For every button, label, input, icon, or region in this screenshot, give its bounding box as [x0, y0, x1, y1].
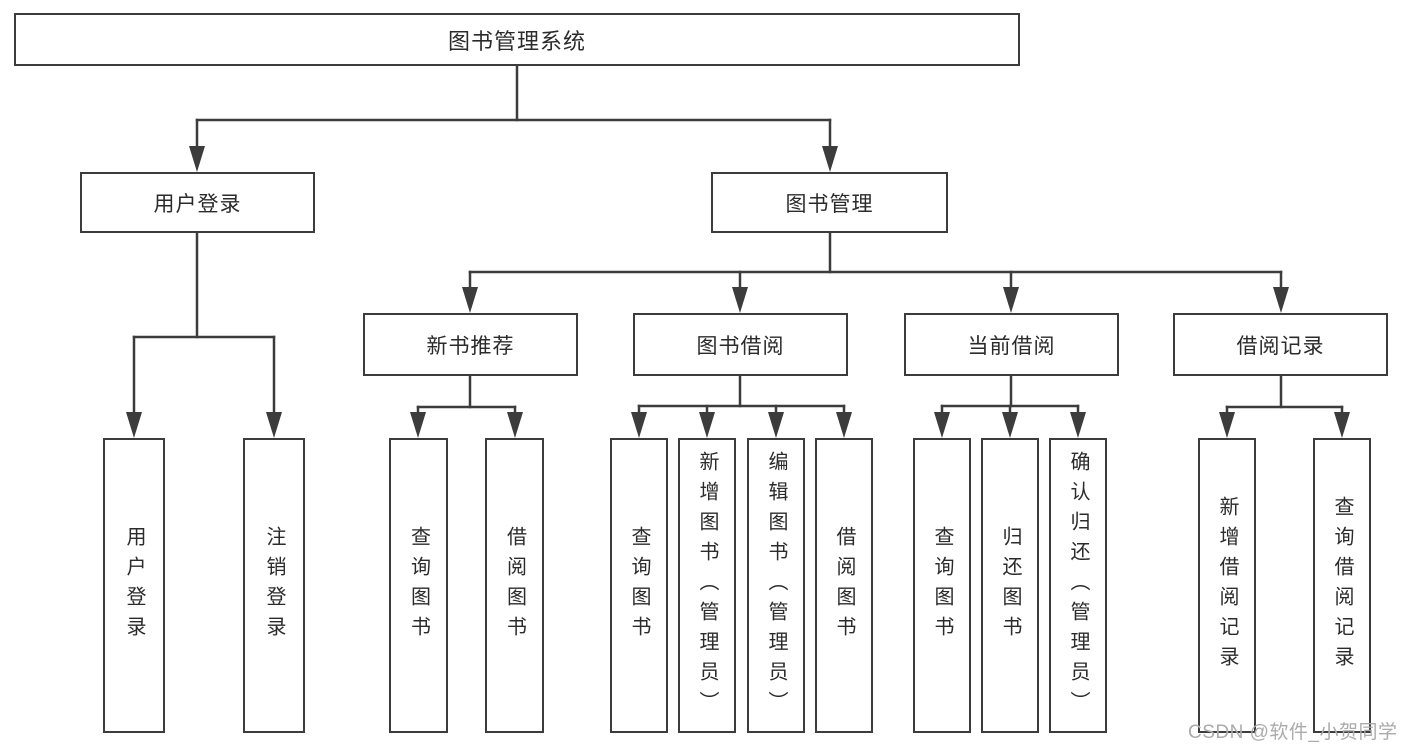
node-borrowing-records: 借阅记录 [1173, 313, 1388, 376]
leaf-user-login: 用户登录 [103, 438, 165, 733]
node-book-borrowing: 图书借阅 [633, 313, 848, 376]
watermark: CSDN @软件_小贺同学 [1188, 722, 1398, 743]
arrowheads [126, 146, 1350, 438]
leaf-borrow-books-recommend: 借阅图书 [485, 438, 544, 733]
node-user-login: 用户登录 [80, 172, 315, 233]
leaf-query-books-current: 查询图书 [913, 438, 971, 733]
leaf-query-borrow-record: 查询借阅记录 [1313, 438, 1371, 733]
node-book-management: 图书管理 [711, 172, 948, 233]
leaf-edit-books-admin: 编辑图书（管理员） [747, 438, 805, 733]
leaf-add-books-admin: 新增图书（管理员） [678, 438, 736, 733]
leaf-confirm-return-admin: 确认归还（管理员） [1049, 438, 1107, 733]
leaf-return-books: 归还图书 [981, 438, 1039, 733]
leaf-query-books-borrowing: 查询图书 [610, 438, 668, 733]
leaf-borrow-books-borrowing: 借阅图书 [815, 438, 873, 733]
leaf-query-books-recommend: 查询图书 [389, 438, 448, 733]
leaf-logout: 注销登录 [243, 438, 305, 733]
leaf-add-borrow-record: 新增借阅记录 [1198, 438, 1256, 733]
node-library-management-system: 图书管理系统 [14, 13, 1020, 66]
node-current-borrowing: 当前借阅 [904, 313, 1119, 376]
node-new-book-recommend: 新书推荐 [363, 313, 578, 376]
